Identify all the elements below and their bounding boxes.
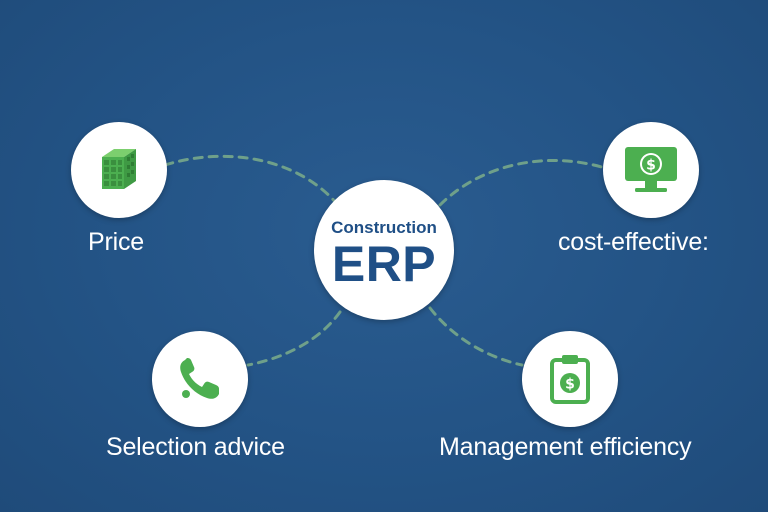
connector-cost-effective [438,158,607,207]
center-subtitle: Construction [331,218,437,237]
clipboard-dollar-icon: $ [550,355,590,404]
connector-management-efficiency [428,306,524,367]
selection-advice-node [152,331,248,427]
phone-icon [180,358,219,399]
center-node: Construction ERP [314,180,454,320]
management-efficiency-label: Management efficiency [439,433,692,461]
center-title: ERP [331,236,437,292]
price-node [71,122,167,218]
svg-text:$: $ [565,377,575,393]
selection-advice-label: Selection advice [106,433,285,461]
monitor-dollar-icon: $ [625,147,677,192]
management-efficiency-node: $ [522,331,618,427]
connector-price [163,154,340,207]
cost-effective-label: cost-effective: [558,228,709,256]
cost-effective-node: $ [603,122,699,218]
connector-selection-advice [246,310,342,367]
price-label: Price [88,228,144,256]
building-block-icon [102,149,136,189]
svg-text:$: $ [646,158,656,174]
